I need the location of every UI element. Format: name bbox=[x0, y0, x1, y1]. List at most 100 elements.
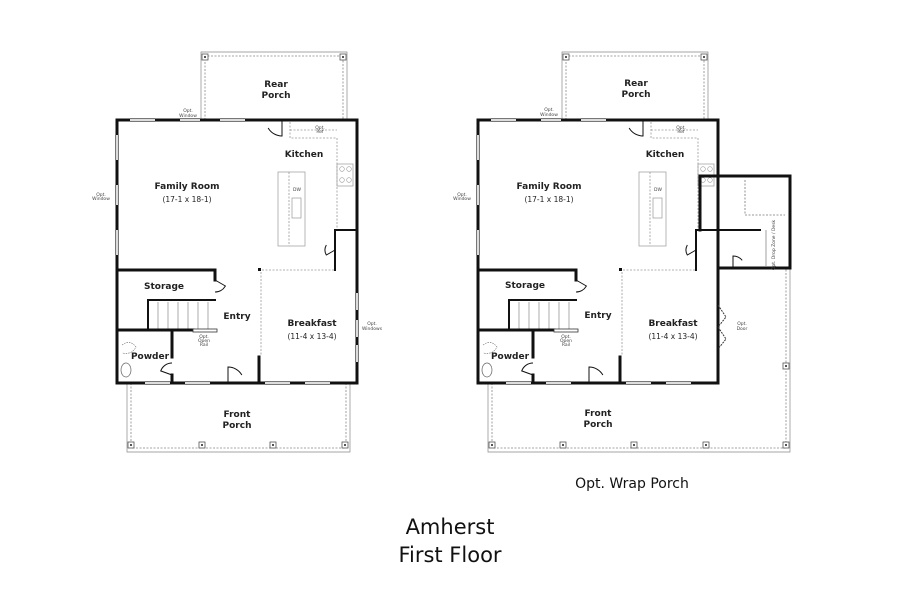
line bbox=[561, 51, 709, 120]
dashed-line bbox=[650, 122, 699, 228]
toilet bbox=[120, 362, 132, 378]
porch-post-center bbox=[272, 444, 274, 446]
dishwasher-note: DW bbox=[654, 187, 662, 193]
dashed-line bbox=[744, 180, 785, 216]
front-porch-label: Front bbox=[585, 409, 613, 419]
opt-window-note: Window bbox=[453, 196, 471, 202]
storage-label: Storage bbox=[144, 282, 184, 292]
burner bbox=[346, 166, 352, 172]
opt-door-note: Opt. bbox=[737, 321, 747, 327]
opt-windows-note: Opt. bbox=[367, 321, 377, 327]
plan-standard-labels: Rear Porch Kitchen Family Room (17-1 x 1… bbox=[92, 80, 383, 431]
door-swing bbox=[160, 362, 173, 376]
wall bbox=[476, 118, 720, 385]
opt-open-rail-note: Open bbox=[560, 338, 572, 344]
porch-post-center bbox=[201, 444, 203, 446]
porch-post-center bbox=[344, 444, 346, 446]
pedestal-sink bbox=[482, 342, 498, 354]
porch-post-center bbox=[785, 444, 787, 446]
rear-porch-label-2: Porch bbox=[622, 90, 651, 100]
door-swing bbox=[227, 366, 243, 383]
kitchen-label: Kitchen bbox=[285, 150, 324, 160]
powder-label: Powder bbox=[131, 352, 170, 362]
breakfast-dimensions: (11-4 x 13-4) bbox=[648, 332, 697, 341]
line bbox=[126, 383, 351, 453]
column bbox=[619, 268, 622, 271]
breakfast-label: Breakfast bbox=[648, 319, 698, 329]
dashed-line bbox=[565, 55, 705, 120]
opt-open-rail-note: Opt. bbox=[199, 334, 209, 340]
open-rail bbox=[192, 328, 218, 333]
porch-post-center bbox=[342, 56, 344, 58]
opt-ref-note: Opt. bbox=[676, 125, 686, 131]
door-swing bbox=[214, 279, 227, 293]
floor-name: First Floor bbox=[398, 543, 501, 567]
porch-post-center bbox=[703, 56, 705, 58]
powder-label: Powder bbox=[491, 352, 530, 362]
rear-porch-label: Rear bbox=[624, 79, 648, 89]
wall bbox=[115, 268, 217, 282]
wall bbox=[147, 299, 216, 331]
opt-ref-note: Ref bbox=[316, 129, 324, 135]
door-swing bbox=[685, 244, 697, 256]
plan-standard-geometry bbox=[115, 51, 359, 453]
sink bbox=[652, 197, 663, 219]
line bbox=[200, 51, 348, 120]
door-swing bbox=[324, 244, 336, 256]
burner bbox=[346, 177, 352, 183]
opt-windows-note: Windows bbox=[362, 326, 383, 332]
porch-post-center bbox=[204, 56, 206, 58]
front-porch-label: Front bbox=[224, 410, 252, 420]
door-swing bbox=[575, 279, 588, 293]
family-room-dimensions: (17-1 x 18-1) bbox=[162, 195, 211, 204]
sink bbox=[291, 197, 302, 219]
opt-open-rail-note: Rail bbox=[200, 342, 208, 348]
opt-window-note: Window bbox=[540, 112, 558, 118]
door-swing bbox=[521, 362, 534, 376]
opt-door-swing bbox=[717, 304, 727, 350]
front-porch-label-2: Porch bbox=[223, 421, 252, 431]
opt-drop-zone-note: Opt. Drop Zone / Desk bbox=[771, 219, 777, 270]
opt-window-note: Opt. bbox=[544, 107, 554, 113]
opt-window-note: Opt. bbox=[457, 192, 467, 198]
wall bbox=[508, 299, 577, 331]
family-room-dimensions: (17-1 x 18-1) bbox=[524, 195, 573, 204]
opt-ref-note: Ref bbox=[677, 129, 685, 135]
pedestal-sink bbox=[121, 342, 137, 354]
door-swing bbox=[628, 120, 644, 137]
porch-post-center bbox=[130, 444, 132, 446]
storage-label: Storage bbox=[505, 281, 545, 291]
opt-door-note: Door bbox=[737, 326, 748, 332]
wall bbox=[695, 229, 719, 271]
wall bbox=[334, 229, 358, 271]
opt-window-note: Window bbox=[179, 113, 197, 119]
door-swing bbox=[732, 255, 743, 268]
porch-post-center bbox=[491, 444, 493, 446]
plan-name: Amherst bbox=[406, 515, 495, 539]
porch-post-center bbox=[565, 56, 567, 58]
entry-label: Entry bbox=[223, 312, 250, 322]
toilet bbox=[481, 362, 493, 378]
column bbox=[258, 268, 261, 271]
opt-window-note: Opt. bbox=[183, 108, 193, 114]
burner bbox=[339, 177, 345, 183]
porch-post-center bbox=[633, 444, 635, 446]
line bbox=[487, 268, 791, 453]
kitchen-island bbox=[638, 171, 667, 247]
open-rail bbox=[553, 328, 579, 333]
plan-wrap-porch-geometry bbox=[476, 51, 792, 453]
dishwasher-note: DW bbox=[293, 187, 301, 193]
wall bbox=[476, 268, 578, 282]
breakfast-label: Breakfast bbox=[287, 319, 337, 329]
porch-post-center bbox=[705, 444, 707, 446]
burner bbox=[700, 166, 706, 172]
porch-post-center bbox=[785, 365, 787, 367]
front-porch-label-2: Porch bbox=[584, 420, 613, 430]
family-room-label: Family Room bbox=[517, 182, 582, 192]
opt-open-rail-note: Rail bbox=[562, 342, 570, 348]
dashed-line bbox=[204, 55, 344, 120]
kitchen-label: Kitchen bbox=[646, 150, 685, 160]
wall bbox=[698, 174, 792, 270]
opt-open-rail-note: Opt. bbox=[561, 334, 571, 340]
family-room-label: Family Room bbox=[155, 182, 220, 192]
